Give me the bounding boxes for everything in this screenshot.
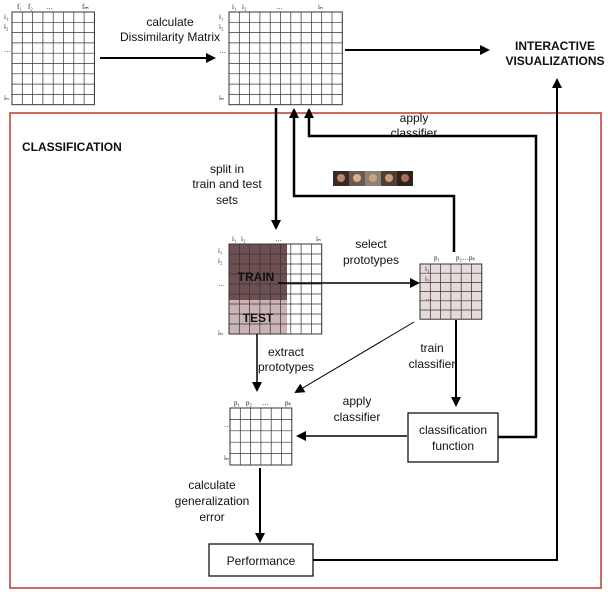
- label-calc-dissim-1: calculate: [146, 15, 194, 29]
- label-apply-mid-1: apply: [343, 394, 372, 408]
- arrow-prototypes-to-extracted: [294, 321, 415, 394]
- extract-row-label: iₙ: [224, 454, 229, 462]
- test-block: [229, 300, 287, 334]
- label-split-3: sets: [216, 193, 238, 207]
- split-matrix: [228, 243, 323, 335]
- proto-row-label: i₂: [425, 275, 430, 283]
- label-calc-dissim-2: Dissimilarity Matrix: [120, 30, 220, 44]
- label-split-2: train and test: [192, 177, 262, 191]
- label-select-1: select: [355, 237, 387, 251]
- train-block: [229, 244, 287, 300]
- label-clf-function-1: classification: [419, 423, 487, 437]
- features-matrix: [11, 11, 95, 106]
- label-apply-top-1: apply: [400, 111, 429, 125]
- label-extract-1: extract: [268, 345, 305, 359]
- label-calc-gen-2: generalization: [175, 494, 250, 508]
- extract-col-label: pₖ: [285, 399, 292, 407]
- label-apply-top-2: classifier: [391, 126, 438, 140]
- arrow-prototypes-back: [289, 108, 456, 252]
- split-row-label: …: [218, 280, 225, 288]
- split-col-label: i₁: [232, 235, 236, 243]
- classification-function-box: [407, 412, 499, 463]
- extract-col-label: …: [262, 399, 269, 407]
- dissim-col-label: i₂: [242, 3, 247, 11]
- arrow-performance-to-interactive: [313, 78, 562, 561]
- portrait-face-1-icon: [337, 174, 345, 182]
- split-row-label: i₁: [218, 247, 222, 255]
- split-row-label: i₂: [218, 257, 223, 265]
- dissim-row-label: iₙ: [219, 94, 224, 102]
- portrait-face-5-icon: [401, 174, 409, 182]
- label-extract-2: prototypes: [258, 360, 314, 374]
- train-label: TRAIN: [238, 270, 275, 284]
- dissimilarity-matrix: [228, 11, 343, 106]
- portrait-thumbnails: [333, 171, 413, 186]
- dissim-col-label: …: [276, 3, 283, 11]
- test-label: TEST: [243, 311, 274, 325]
- proto-col-label: p₁: [434, 254, 440, 262]
- features-row-label: i₁: [4, 13, 8, 21]
- label-interactive-1: INTERACTIVE: [515, 39, 595, 53]
- portrait-face-4-icon: [385, 174, 393, 182]
- dissim-col-label: i₁: [232, 3, 236, 11]
- matrix-frame: [228, 243, 323, 335]
- extract-col-label: p₂: [246, 399, 253, 407]
- dissim-row-label: i₂: [219, 23, 224, 31]
- extracted-matrix: [229, 407, 293, 466]
- features-col-label: f₁: [17, 3, 22, 11]
- dissim-row-label: …: [219, 47, 226, 55]
- split-col-label: i₂: [241, 235, 246, 243]
- label-train-clf-1: train: [420, 341, 443, 355]
- features-row-label: …: [4, 46, 11, 54]
- label-select-2: prototypes: [343, 253, 399, 267]
- dissim-row-label: i₁: [219, 13, 223, 21]
- arrow-apply-classifier-top: [304, 108, 538, 437]
- matrix-frame: [228, 11, 343, 106]
- label-calc-gen-1: calculate: [188, 478, 236, 492]
- extract-row-label: …: [224, 421, 231, 429]
- label-calc-gen-3: error: [199, 510, 224, 524]
- classification-title: CLASSIFICATION: [22, 140, 122, 154]
- extract-col-label: p₁: [234, 399, 240, 407]
- proto-row-label: i₁: [425, 265, 429, 273]
- performance-box: [208, 543, 314, 577]
- features-row-label: iₙ: [4, 94, 9, 102]
- label-interactive-2: VISUALIZATIONS: [505, 54, 604, 68]
- split-col-label: iₙ: [316, 235, 321, 243]
- features-row-label: i₂: [4, 23, 9, 31]
- proto-col-label: p₂…pₖ: [456, 254, 475, 262]
- prototype-matrix: [419, 263, 483, 320]
- portrait-face-3-icon: [369, 174, 377, 182]
- classification-frame: [9, 112, 602, 589]
- label-performance: Performance: [227, 554, 296, 568]
- portrait-face-2-icon: [353, 174, 361, 182]
- label-train-clf-2: classifier: [409, 357, 456, 371]
- features-col-label: …: [46, 3, 53, 11]
- split-col-label: …: [275, 235, 282, 243]
- label-apply-mid-2: classifier: [334, 410, 381, 424]
- dissim-col-label: iₙ: [318, 3, 323, 11]
- features-col-label: fₘ: [82, 3, 89, 11]
- label-split-1: split in: [210, 162, 244, 176]
- split-row-label: iₙ: [218, 329, 223, 337]
- label-clf-function-2: function: [432, 439, 474, 453]
- features-col-label: f₂: [28, 3, 33, 11]
- proto-row-label: …: [425, 294, 432, 302]
